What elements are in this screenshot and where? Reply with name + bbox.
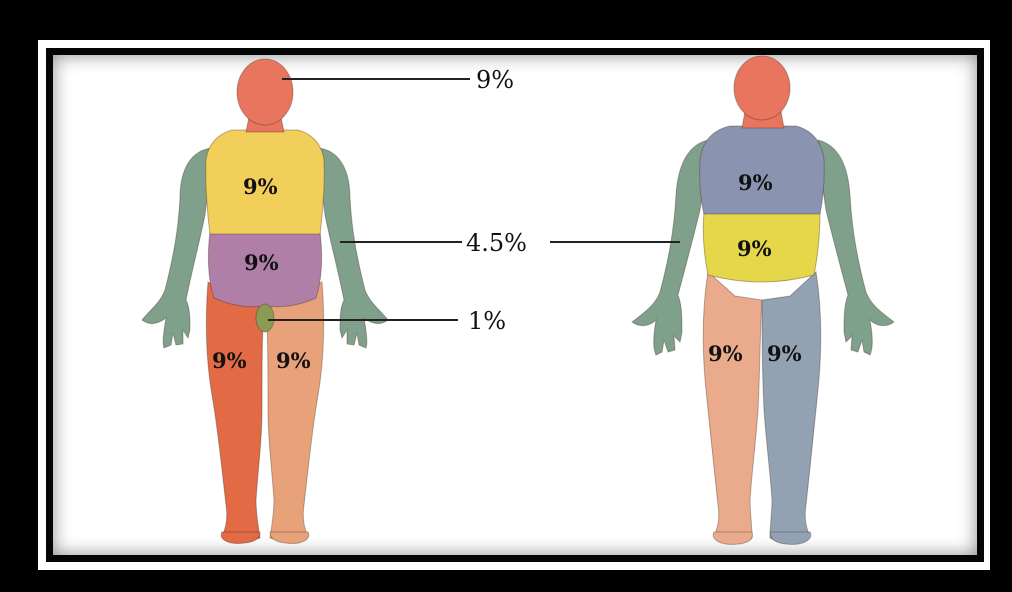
front-left-leg-label: 9% <box>212 350 247 371</box>
back-left-arm <box>632 140 708 355</box>
front-left-arm <box>142 148 212 348</box>
front-chest-label: 9% <box>243 176 278 197</box>
back-right-leg-label: 9% <box>767 343 802 364</box>
back-head <box>734 56 790 120</box>
back-figure <box>632 56 894 544</box>
back-left-leg-label: 9% <box>708 343 743 364</box>
back-lower-label: 9% <box>737 238 772 259</box>
back-upper-label: 9% <box>738 172 773 193</box>
front-genitals <box>256 304 274 332</box>
front-right-leg-label: 9% <box>276 350 311 371</box>
back-left-foot <box>713 532 752 544</box>
arm-callout-label: 4.5% <box>466 231 527 255</box>
front-right-foot <box>270 532 309 543</box>
front-left-foot <box>221 532 260 543</box>
back-right-leg <box>762 272 821 542</box>
front-figure <box>142 59 388 543</box>
front-abdomen-label: 9% <box>244 252 279 273</box>
genitals-callout-label: 1% <box>468 309 506 333</box>
back-right-foot <box>770 532 811 544</box>
front-right-arm <box>318 148 388 348</box>
back-left-leg <box>703 272 762 542</box>
back-right-arm <box>818 140 894 355</box>
front-left-leg <box>206 282 264 541</box>
head-callout-label: 9% <box>476 68 514 92</box>
front-head <box>237 59 293 125</box>
